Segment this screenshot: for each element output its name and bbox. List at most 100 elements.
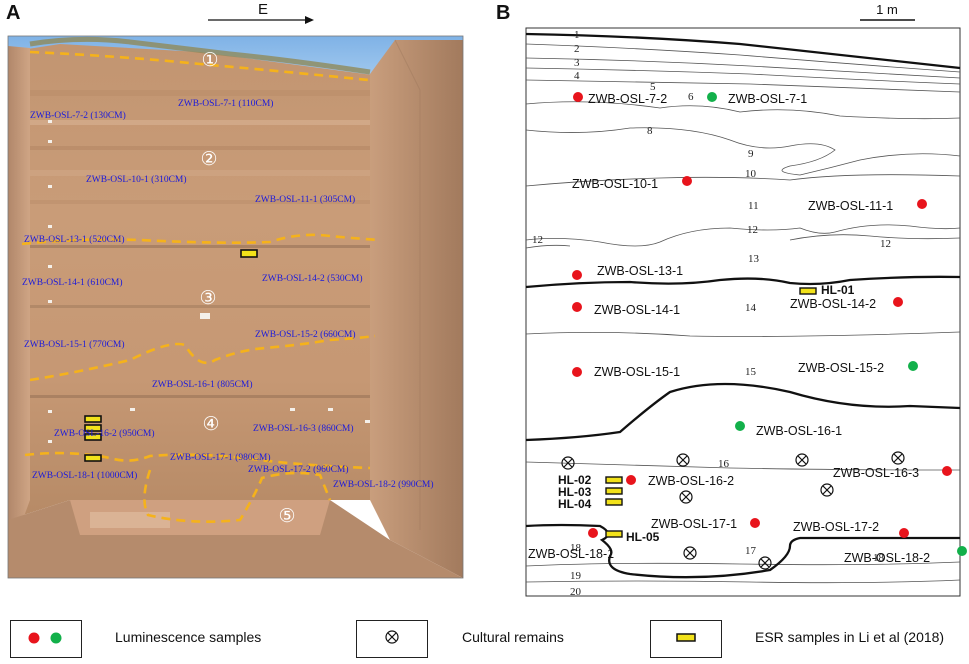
wall-edge <box>394 39 421 530</box>
photo-sample-label: ZWB-OSL-13-1 (520CM) <box>24 234 125 245</box>
direction-label: E <box>258 1 268 18</box>
legend-esr-label: ESR samples in Li et al (2018) <box>755 629 945 645</box>
layer-numbers: 1 2 3 4 5 6 8 9 10 11 12 12 12 13 14 15 … <box>532 29 891 598</box>
layer-number: 12 <box>747 224 758 236</box>
wall-tags <box>48 120 370 443</box>
sample-dot-red <box>682 176 692 186</box>
sample-dot-red <box>572 270 582 280</box>
sample-dot-red <box>588 528 598 538</box>
esr-labels: HL-01 HL-02 HL-03 HL-04 HL-05 <box>558 283 855 544</box>
panel-b: 1 m 1 2 3 <box>490 0 969 600</box>
layer-number: 2 <box>574 43 580 55</box>
panel-a: E ① ② ③ ④ ⑤ ZWB-OSL-7-2 (130CM) ZWB-OSL-… <box>0 0 470 600</box>
photo-frame <box>7 35 464 579</box>
layer-number: 4 <box>574 70 580 82</box>
section-sample-label: ZWB-OSL-16-3 <box>833 466 919 480</box>
layer-number: 10 <box>745 168 757 180</box>
legend-luminescence-label: Luminescence samples <box>115 629 262 645</box>
photo-sample-label: ZWB-OSL-7-1 (110CM) <box>178 98 273 109</box>
photo-sample-label: ZWB-OSL-16-1 (805CM) <box>152 379 253 390</box>
section-sample-label: ZWB-OSL-18-2 <box>844 551 930 565</box>
legend-dot-green <box>50 632 62 644</box>
esr-marks-photo <box>84 249 258 462</box>
section-sample-label: ZWB-OSL-15-2 <box>798 361 884 375</box>
photo-sample-label: ZWB-OSL-7-2 (130CM) <box>30 110 126 121</box>
legend-dot-red <box>28 632 40 644</box>
scale-label: 1 m <box>876 2 898 17</box>
stratum-band <box>25 305 380 308</box>
stratum-band <box>25 146 380 150</box>
photo-sample-label: ZWB-OSL-11-1 (305CM) <box>255 194 355 205</box>
section-sample-label: ZWB-OSL-14-2 <box>790 297 876 311</box>
photo-sample-label: ZWB-OSL-17-2 (960CM) <box>248 464 349 475</box>
sample-dot-red <box>942 466 952 476</box>
sample-dot-red <box>917 199 927 209</box>
panel-b-drawing: 1 m 1 2 3 <box>525 2 967 598</box>
photo-sample-label: ZWB-OSL-10-1 (310CM) <box>86 174 187 185</box>
esr-label: HL-02 <box>558 473 592 487</box>
section-sample-label: ZWB-OSL-13-1 <box>597 264 683 278</box>
layer-number: 15 <box>745 366 757 378</box>
legend-cultural-box <box>356 620 428 658</box>
section-sample-label: ZWB-OSL-10-1 <box>572 177 658 191</box>
layer-number: 16 <box>718 458 730 470</box>
layer-number: 14 <box>745 302 757 314</box>
direction-arrow <box>208 16 314 24</box>
unit-number: ② <box>200 149 217 170</box>
section-sample-label: ZWB-OSL-14-1 <box>594 303 680 317</box>
stratum-band <box>25 200 380 204</box>
sample-dot-red <box>626 475 636 485</box>
stratum-band <box>25 170 380 176</box>
photo-sample-label: ZWB-OSL-18-2 (990CM) <box>333 479 434 490</box>
cultural-remains-icon <box>683 546 697 560</box>
sample-dot-green <box>707 92 717 102</box>
panel-a-drawing: E ① ② ③ ④ ⑤ ZWB-OSL-7-2 (130CM) ZWB-OSL-… <box>7 1 464 579</box>
stratum-band <box>25 90 380 96</box>
layer-number: 9 <box>748 148 754 160</box>
sample-dot-red <box>572 302 582 312</box>
esr-marks-section <box>605 287 817 538</box>
section-sample-label: ZWB-OSL-11-1 <box>808 199 893 213</box>
right-side-wall <box>370 40 463 578</box>
layer-number: 3 <box>574 57 580 69</box>
photo-sample-label: ZWB-OSL-16-3 (860CM) <box>253 423 354 434</box>
left-side-wall <box>8 46 30 560</box>
unit-number: ③ <box>199 288 216 309</box>
section-sample-label: ZWB-OSL-7-2 <box>588 92 667 106</box>
section-sample-labels: ZWB-OSL-7-2 ZWB-OSL-7-1 ZWB-OSL-10-1 ZWB… <box>528 92 930 565</box>
sample-dot-red <box>893 297 903 307</box>
sample-dot-red <box>573 92 583 102</box>
cultural-remains-icon <box>758 556 772 570</box>
photo-sample-label: ZWB-OSL-15-1 (770CM) <box>24 339 125 350</box>
section-sample-label: ZWB-OSL-18-1 <box>528 547 614 561</box>
legend-esr-symbol <box>676 633 696 642</box>
photo-sample-labels: ZWB-OSL-7-2 (130CM) ZWB-OSL-7-1 (110CM) … <box>22 98 434 490</box>
legend-esr-box <box>650 620 722 658</box>
section-sample-label: ZWB-OSL-16-1 <box>756 424 842 438</box>
panel-letter-b: B <box>496 2 511 24</box>
esr-label: HL-05 <box>626 530 660 544</box>
sample-dot-green <box>735 421 745 431</box>
esr-label: HL-04 <box>558 497 592 511</box>
layer-number: 12 <box>880 238 891 250</box>
sample-dot-red <box>572 367 582 377</box>
cultural-remains-icon <box>676 453 690 467</box>
major-boundaries <box>525 32 961 579</box>
legend-cultural-symbol <box>385 630 399 644</box>
sample-dots <box>572 92 967 556</box>
cultural-remains-icon <box>385 630 399 644</box>
sample-dot-green <box>957 546 967 556</box>
legend: Luminescence samples Cultural remains ES… <box>0 600 969 664</box>
cultural-remains-icon <box>679 490 693 504</box>
layer-number: 20 <box>570 586 582 598</box>
layer-number: 18 <box>570 542 582 554</box>
legend-cultural-label: Cultural remains <box>462 629 564 645</box>
stratum-band <box>25 395 380 398</box>
legend-luminescence-box <box>10 620 82 658</box>
section-sample-label: ZWB-OSL-16-2 <box>648 474 734 488</box>
layer-number: 6 <box>688 91 694 103</box>
back-wall <box>8 44 380 520</box>
cultural-remains-icon <box>795 453 809 467</box>
layer-number: 13 <box>748 253 760 265</box>
sample-dot-red <box>899 528 909 538</box>
